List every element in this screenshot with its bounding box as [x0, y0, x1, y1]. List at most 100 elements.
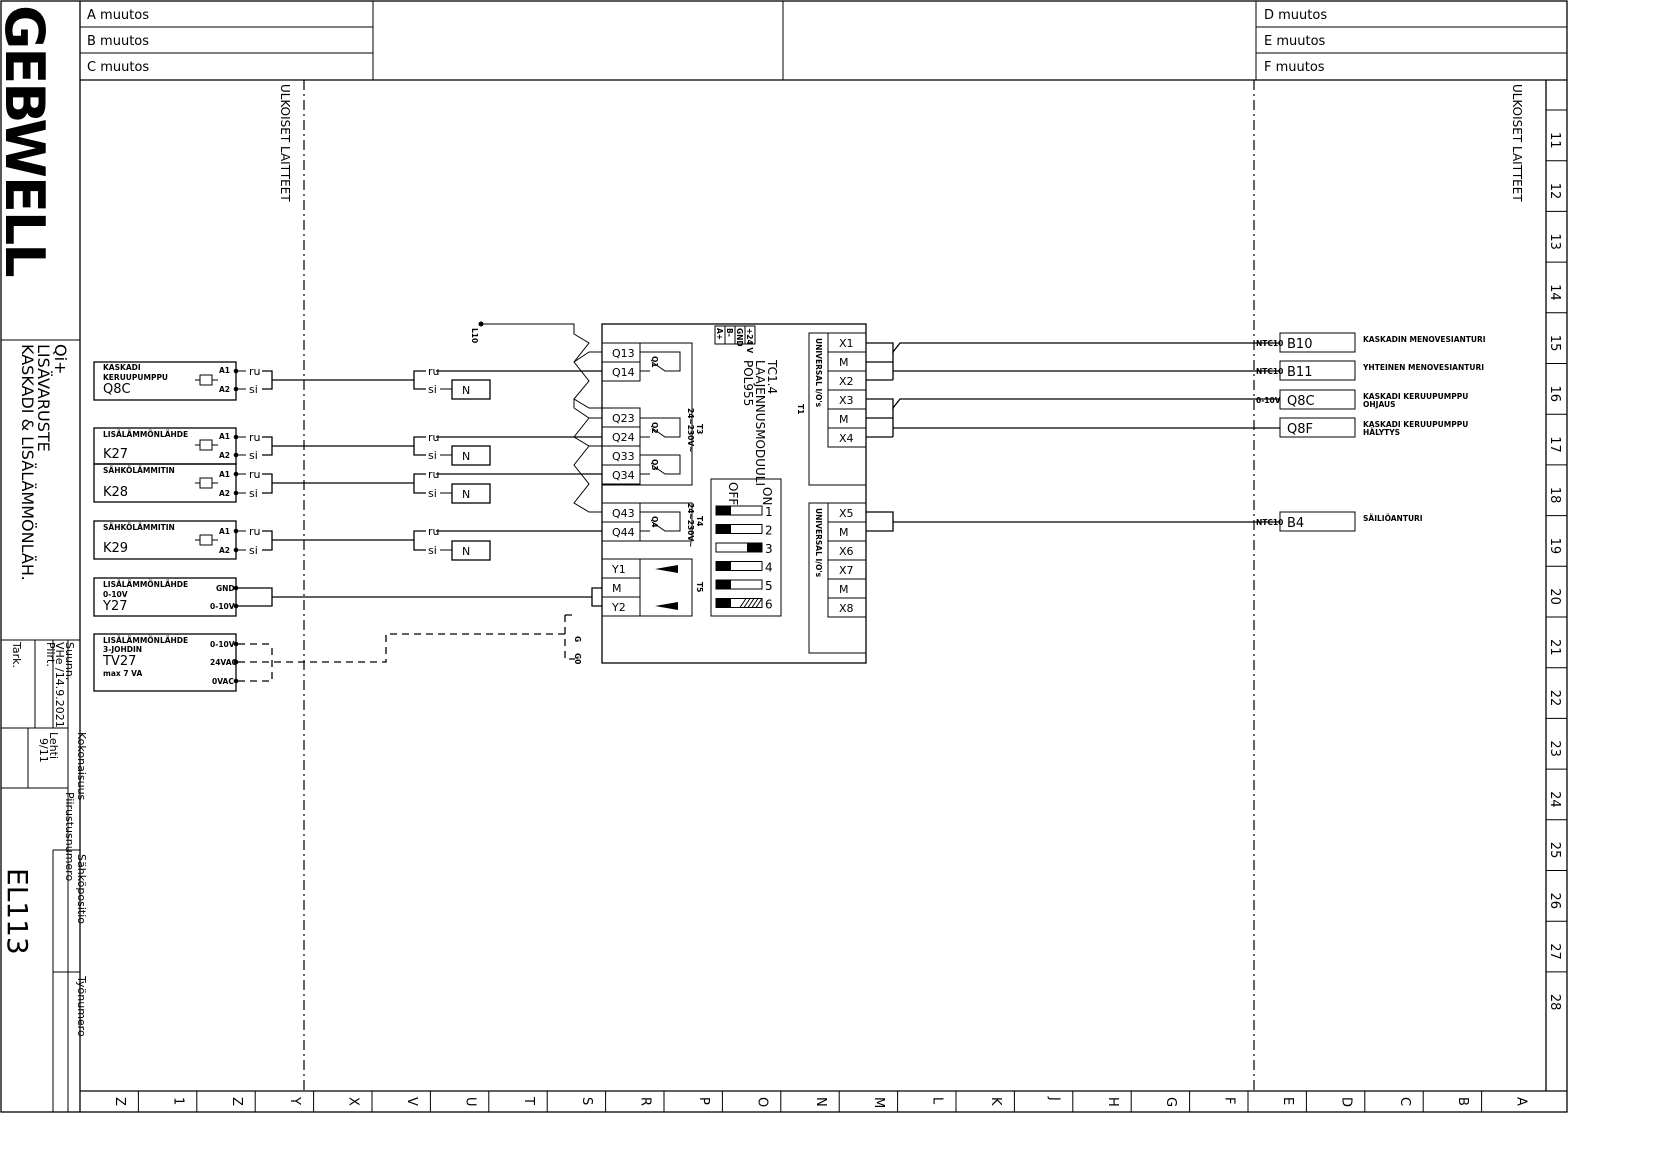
- device-k27-pin-b: A2: [219, 451, 230, 460]
- column-letter: A: [1514, 1097, 1529, 1106]
- row-number: 16: [1547, 386, 1562, 403]
- dip-number: 4: [765, 561, 773, 575]
- piirustusnumero-label: Piirustusnumero: [63, 792, 76, 881]
- revision-b: B muutos: [87, 34, 149, 49]
- relay-q1-label: Q1: [650, 356, 659, 368]
- sensor-desc: SÄILIÖANTURI: [1363, 514, 1423, 523]
- input-terminal: X6: [839, 545, 854, 558]
- relay-coil-icon: [195, 374, 218, 546]
- device-k27: LISÄLÄMMÖNLÄHDE K27 A1 A2: [93, 427, 237, 465]
- wire-label-si: si: [428, 487, 437, 500]
- column-letter: G: [1163, 1097, 1178, 1107]
- sensor-tag: Q8F: [1287, 422, 1313, 437]
- device-tv27-pin-a: 0-10V: [210, 640, 235, 649]
- device-q8c-tag: Q8C: [103, 382, 131, 397]
- sensor-tag: B11: [1287, 365, 1312, 380]
- wire-label-si: si: [249, 449, 258, 462]
- wire-label-ru: ru: [249, 365, 261, 378]
- wire-label-ru: ru: [249, 525, 261, 538]
- dip-number: 2: [765, 524, 773, 538]
- g0-label: G0: [573, 653, 582, 664]
- device-k27-tag: K27: [103, 447, 128, 462]
- input-terminal: X8: [839, 602, 854, 615]
- sensor-type: 0-10V: [1256, 396, 1281, 405]
- row-number: 20: [1547, 588, 1562, 605]
- lehti-value: 9/11: [37, 738, 50, 763]
- device-k27-line1: LISÄLÄMMÖNLÄHDE: [103, 430, 188, 439]
- power-terminal: +24 V: [745, 328, 754, 353]
- device-y27-line1: LISÄLÄMMÖNLÄHDE: [103, 580, 188, 589]
- analog-output-icon: [655, 602, 678, 610]
- device-k28-pin-b: A2: [219, 489, 230, 498]
- device-k29-line1: SÄHKÖLÄMMITIN: [103, 523, 175, 532]
- section-label-right: ULKOISET LAITTEET: [1510, 84, 1524, 202]
- sensor-box: [1279, 511, 1356, 532]
- relay-terminal: Q33: [612, 450, 635, 463]
- row-number: 27: [1547, 943, 1562, 960]
- wire-label-si: si: [249, 487, 258, 500]
- revision-f: F muutos: [1264, 60, 1325, 75]
- section-label-left: ULKOISET LAITTEET: [278, 84, 292, 202]
- column-letter: X: [346, 1097, 361, 1106]
- input-terminal: M: [839, 526, 849, 539]
- revision-e: E muutos: [1264, 34, 1326, 49]
- relay-contact-icon: [640, 351, 681, 532]
- input-terminal: X3: [839, 394, 854, 407]
- t1-label: T1: [796, 404, 805, 414]
- analog-terminal: Y1: [611, 563, 626, 576]
- t5-label: T5: [695, 582, 704, 592]
- neutral-boxes: ru si N ru si N ru si N ru si N: [413, 365, 491, 561]
- sensor-box: [1279, 332, 1356, 353]
- tark-label: Tark.: [10, 641, 23, 668]
- sensor-tag: B4: [1287, 516, 1304, 531]
- device-q8c: KASKADI KERUUPUMPPU Q8C A1 A2: [93, 361, 237, 401]
- input-terminal: X7: [839, 564, 854, 577]
- suunn-label: Suunn.: [63, 642, 76, 680]
- power-terminal: B-: [725, 328, 734, 337]
- device-k28-line1: SÄHKÖLÄMMITIN: [103, 466, 175, 475]
- outer-frame: [0, 0, 1568, 1113]
- device-q8c-pin-a: A1: [219, 366, 230, 375]
- column-letter: O: [754, 1097, 769, 1107]
- wire-label-si: si: [428, 383, 437, 396]
- column-letter: Z: [112, 1097, 127, 1106]
- column-letter: C: [1397, 1097, 1412, 1106]
- device-y27-line2: 0-10V: [103, 590, 128, 599]
- kokonaisuus-label: Kokonaisuus: [75, 732, 88, 801]
- device-k29-tag: K29: [103, 541, 128, 556]
- drawing-number: EL113: [1, 868, 34, 955]
- wire-labels-left: ru si ru si ru si ru si: [238, 365, 261, 557]
- product-name: Qi+: [51, 344, 70, 374]
- sensor-desc2: HÄLYTYS: [1363, 428, 1400, 437]
- sensor-desc: YHTEINEN MENOVESIANTURI: [1362, 363, 1484, 372]
- input-terminal: X2: [839, 375, 854, 388]
- column-letter: 1: [170, 1097, 185, 1105]
- lehti-label: Lehti: [47, 732, 60, 759]
- t3-label: T3: [695, 424, 704, 434]
- power-terminal: A+: [715, 328, 724, 340]
- relay-terminal: Q34: [612, 469, 635, 482]
- sensor-box: [1279, 417, 1356, 438]
- relay-terminal: Q14: [612, 366, 635, 379]
- module-name: TC1.4: [765, 359, 779, 394]
- row-number: 23: [1547, 740, 1562, 757]
- wire-label-ru: ru: [428, 365, 440, 378]
- relay-terminal: Q44: [612, 526, 635, 539]
- column-letter: Y: [287, 1096, 302, 1105]
- wire-label-ru: ru: [249, 468, 261, 481]
- relay-terminal: Q23: [612, 412, 635, 425]
- column-letter: U: [462, 1097, 477, 1107]
- input-terminal: M: [839, 413, 849, 426]
- row-number: 15: [1547, 335, 1562, 352]
- sensor-box: [1279, 360, 1356, 381]
- sensor-desc: KASKADIN MENOVESIANTURI: [1363, 335, 1486, 344]
- wire-label-ru: ru: [428, 525, 440, 538]
- t4-voltage: 24~230V~: [686, 503, 695, 547]
- analog-terminal: M: [612, 582, 622, 595]
- column-letter: K: [988, 1097, 1003, 1106]
- t3-voltage: 24~230V~: [686, 408, 695, 452]
- input-terminal: M: [839, 356, 849, 369]
- tyonumero-label: Työnumero: [75, 975, 88, 1037]
